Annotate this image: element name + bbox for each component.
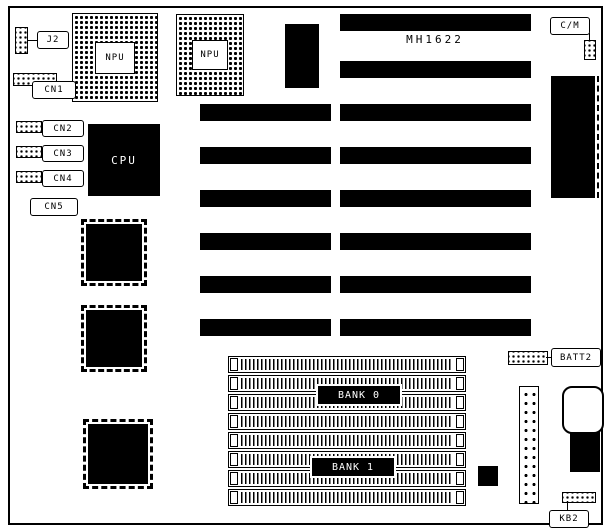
isa-slot-left-1 <box>200 104 331 121</box>
power-connector <box>519 386 539 504</box>
simm-socket-1 <box>228 356 466 373</box>
npu1-label: NPU <box>95 42 135 74</box>
simm-socket-8 <box>228 489 466 506</box>
leader-line <box>589 33 590 40</box>
npu-socket-1: NPU <box>72 13 158 102</box>
label-cn2: CN2 <box>42 120 84 137</box>
cpu-label: CPU <box>111 153 137 167</box>
label-j2: J2 <box>37 31 69 49</box>
leader-line <box>567 501 568 510</box>
misc-chip <box>478 466 498 486</box>
isa-slot-right-3 <box>340 104 531 121</box>
isa-slot-right-5 <box>340 190 531 207</box>
rom-block <box>551 76 595 198</box>
label-cn5: CN5 <box>30 198 78 216</box>
isa-slot-left-5 <box>200 276 331 293</box>
keyboard-connector-block <box>570 432 600 472</box>
isa-slot-left-2 <box>200 147 331 164</box>
qfp-chip-1 <box>81 219 147 286</box>
isa-slot-right-6 <box>340 233 531 250</box>
label-cn1: CN1 <box>32 81 76 99</box>
isa-slot-right-7 <box>340 276 531 293</box>
leader-line <box>546 357 551 358</box>
cpu-chip: CPU <box>88 124 160 196</box>
label-bank0: BANK 0 <box>318 386 400 404</box>
board-title: MH1622 <box>406 33 464 46</box>
isa-slot-left-3 <box>200 190 331 207</box>
board-outline <box>8 6 603 525</box>
chipset-block <box>285 24 319 88</box>
leader-line <box>27 40 37 41</box>
isa-slot-right-1 <box>340 14 531 31</box>
qfp-chip-3 <box>83 419 153 489</box>
label-kb2: KB2 <box>549 510 589 528</box>
npu-socket-2: NPU <box>176 14 244 96</box>
rom-dashed-edge <box>597 76 599 198</box>
din-connector-outline <box>562 386 604 434</box>
cm-connector <box>584 40 596 60</box>
qfp-chip-2 <box>81 305 147 372</box>
label-cn4: CN4 <box>42 170 84 187</box>
isa-slot-left-6 <box>200 319 331 336</box>
kb2-connector <box>562 492 596 503</box>
cn2-connector <box>16 121 42 133</box>
cn3-connector <box>16 146 42 158</box>
isa-slot-right-8 <box>340 319 531 336</box>
isa-slot-right-2 <box>340 61 531 78</box>
npu2-label: NPU <box>192 40 228 70</box>
isa-slot-right-4 <box>340 147 531 164</box>
isa-slot-left-4 <box>200 233 331 250</box>
batt2-connector <box>508 351 548 365</box>
simm-socket-5 <box>228 432 466 449</box>
label-cn3: CN3 <box>42 145 84 162</box>
simm-socket-4 <box>228 413 466 430</box>
label-cm: C/M <box>550 17 590 35</box>
label-bank1: BANK 1 <box>312 458 394 476</box>
label-batt2: BATT2 <box>551 348 601 367</box>
cn4-connector <box>16 171 42 183</box>
